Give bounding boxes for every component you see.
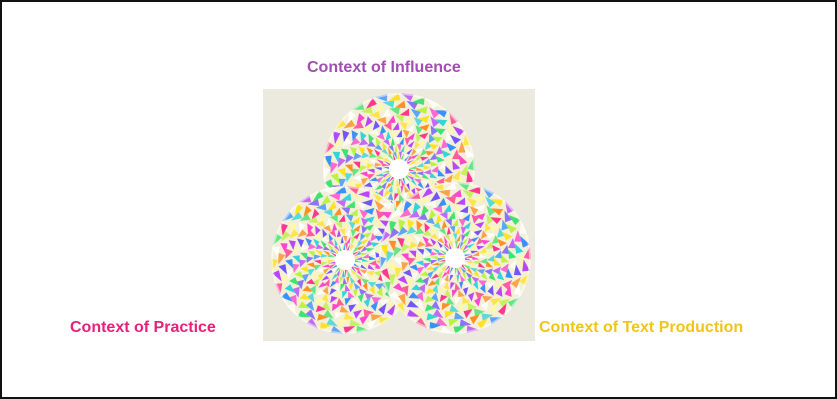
label-context-of-text-production: Context of Text Production — [539, 320, 743, 336]
label-context-of-practice: Context of Practice — [70, 320, 216, 336]
circle-center — [335, 250, 355, 270]
circle-center — [389, 159, 409, 179]
circle-context-of-text-production — [379, 182, 531, 334]
label-context-of-influence: Context of Influence — [307, 60, 461, 76]
circle-center — [445, 248, 465, 268]
circles-artwork — [263, 89, 535, 341]
